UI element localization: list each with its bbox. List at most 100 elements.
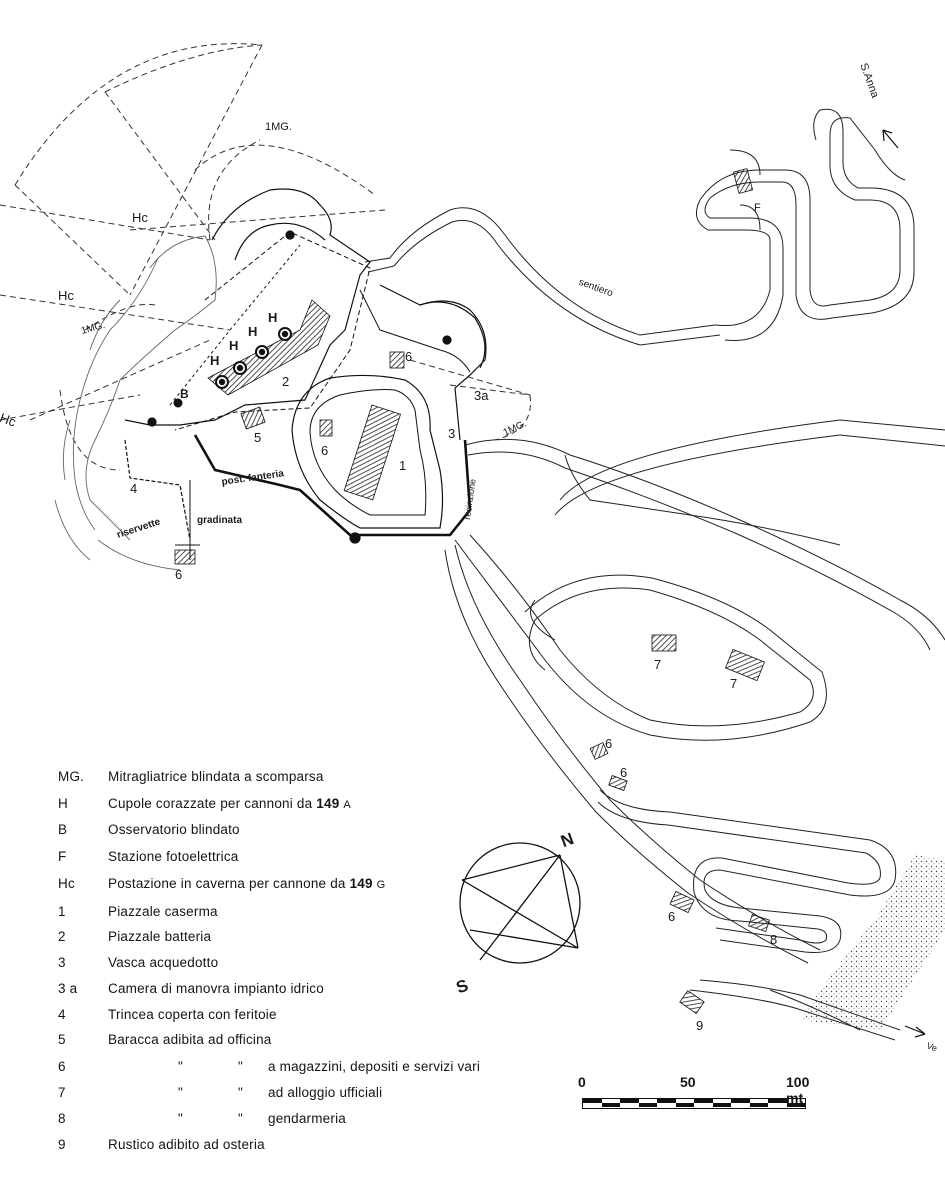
legend-ditto: " <box>238 1111 243 1126</box>
building-6e <box>608 775 628 791</box>
legend-ditto: " <box>178 1111 183 1126</box>
label-6-e: 6 <box>620 765 627 780</box>
roads <box>364 108 945 1041</box>
fortress-outline <box>124 188 487 560</box>
legend-text: Mitragliatrice blindata a scomparsa <box>108 769 324 784</box>
label-recinzione: recinzione <box>462 478 478 520</box>
legend-symbol: 6 <box>58 1059 66 1074</box>
legend-text: Cupole corazzate per cannoni da 149 A <box>108 793 351 816</box>
legend-text: Rustico adibito ad osteria <box>108 1137 265 1152</box>
scale-graduation <box>582 1098 806 1109</box>
building-6b <box>319 419 333 437</box>
label-mg-east: 1MG. <box>502 418 529 438</box>
label-h-4: H <box>268 310 277 325</box>
compass-rose <box>459 842 581 964</box>
legend-text: Osservatorio blindato <box>108 822 240 837</box>
legend-symbol: 4 <box>58 1007 66 1022</box>
legend-number: 149 <box>316 796 340 811</box>
legend-text: Piazzale batteria <box>108 929 212 944</box>
label-riservette: riservette <box>116 516 163 541</box>
legend-ditto: " <box>178 1059 183 1074</box>
label-mg-west: 1MG. <box>80 320 106 337</box>
legend-desc: ad alloggio ufficiali <box>268 1085 383 1100</box>
legend-symbol: 7 <box>58 1085 66 1100</box>
legend-desc: Cupole corazzate per cannoni da <box>108 796 313 811</box>
legend-suffix: G <box>376 879 386 891</box>
label-h-3: H <box>248 324 257 339</box>
label-8: 8 <box>770 932 777 947</box>
label-gradinata: gradinata <box>197 515 242 526</box>
legend-symbol: 9 <box>58 1137 66 1152</box>
compass-north-label: N <box>558 829 576 851</box>
legend-text: Stazione fotoelettrica <box>108 849 239 864</box>
scale-tick-0: 0 <box>578 1074 586 1090</box>
legend-text: Postazione in caverna per cannone da 149… <box>108 873 385 896</box>
legend-symbol: MG. <box>58 769 85 784</box>
label-7-a: 7 <box>654 657 661 672</box>
label-5: 5 <box>254 430 261 445</box>
building-7b <box>724 648 766 682</box>
legend-ditto: " <box>178 1085 183 1100</box>
legend-text: Piazzale caserma <box>108 904 218 919</box>
legend-symbol: 8 <box>58 1111 66 1126</box>
label-6-c: 6 <box>175 567 182 582</box>
building-8 <box>748 914 770 932</box>
label-hc-2: Hc <box>58 288 74 303</box>
legend-symbol: F <box>58 849 67 864</box>
building-5 <box>240 406 266 430</box>
building-6d <box>589 742 609 760</box>
fire-sectors <box>0 43 532 471</box>
scale-tick-50: 50 <box>680 1074 696 1090</box>
building-7a <box>651 634 677 652</box>
legend-ditto: " <box>238 1085 243 1100</box>
label-h-1: H <box>210 353 219 368</box>
label-hc-3: Hc <box>0 410 18 430</box>
mg-turrets <box>147 230 486 544</box>
legend-desc: gendarmeria <box>268 1111 346 1126</box>
label-6-f: 6 <box>668 909 675 924</box>
legend-symbol: 5 <box>58 1032 66 1047</box>
legend-suffix: A <box>343 799 351 811</box>
compass-south-label: S <box>454 976 471 998</box>
label-6-d: 6 <box>605 736 612 751</box>
legend-symbol: B <box>58 822 68 837</box>
legend-text: Trincea coperta con feritoie <box>108 1007 277 1022</box>
legend-symbol: Hc <box>58 876 75 891</box>
legend-text: Camera di manovra impianto idrico <box>108 981 324 996</box>
legend-symbol: 1 <box>58 904 66 919</box>
building-6f <box>669 890 695 914</box>
legend-desc: Postazione in caverna per cannone da <box>108 876 346 891</box>
legend-symbol: 3 <box>58 955 66 970</box>
label-mg-north: 1MG. <box>265 121 292 133</box>
legend-symbol: H <box>58 796 68 811</box>
label-9: 9 <box>696 1018 703 1033</box>
label-b: B <box>180 387 189 401</box>
legend-text: Vasca acquedotto <box>108 955 219 970</box>
legend-text: Baracca adibita ad officina <box>108 1032 272 1047</box>
scale-bar: 0 50 100 mt <box>578 1074 809 1114</box>
label-7-b: 7 <box>730 676 737 691</box>
building-f <box>732 168 754 194</box>
armoured-cupolas <box>173 327 292 408</box>
label-6-b: 6 <box>321 443 328 458</box>
legend-symbol: 3 a <box>58 981 78 996</box>
direction-arrows <box>882 129 926 1038</box>
label-s-anna: S.Anna <box>857 62 881 101</box>
label-6-a: 6 <box>405 349 412 364</box>
label-2: 2 <box>282 374 289 389</box>
building-6a <box>389 351 405 369</box>
label-hc-1: Hc <box>132 210 148 225</box>
legend-symbol: 2 <box>58 929 66 944</box>
legend-ditto: " <box>238 1059 243 1074</box>
building-6c <box>174 549 196 565</box>
label-h-2: H <box>229 338 238 353</box>
label-ve: Ve <box>925 1040 938 1053</box>
label-f: F <box>754 202 761 214</box>
label-3a: 3a <box>474 388 489 403</box>
label-4: 4 <box>130 481 137 496</box>
embankment-zone <box>800 855 945 1030</box>
legend-number: 149 <box>349 876 373 891</box>
building-1 <box>343 404 402 501</box>
label-1: 1 <box>399 458 406 473</box>
